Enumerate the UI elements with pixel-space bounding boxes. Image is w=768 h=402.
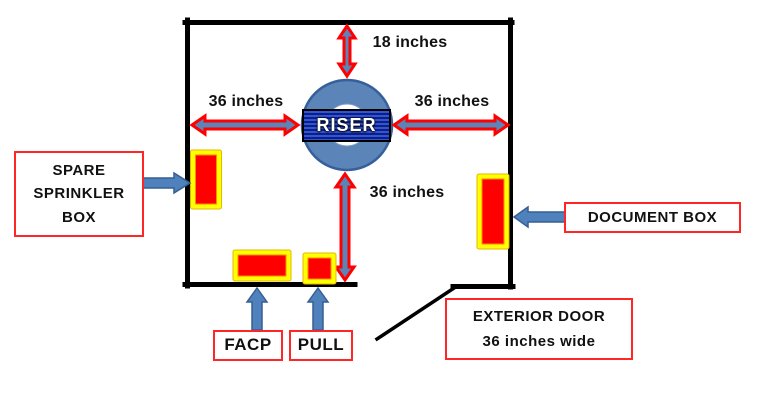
wall-cabinets	[190, 149, 510, 285]
pointer-arrows	[142, 171, 569, 331]
callout-facp: FACP	[213, 330, 283, 361]
callout-pull-label: PULL	[297, 335, 345, 355]
callout-document-label: DOCUMENT BOX	[587, 208, 718, 226]
facp-pointer-arrow-icon	[245, 286, 269, 331]
document-box-cabinet	[476, 173, 510, 250]
clearance-label-top: 18 inches	[372, 34, 448, 51]
callout-spare-line-1: SPARE	[52, 162, 106, 180]
clearance-label-bottom: 36 inches	[369, 184, 445, 201]
callout-spare-sprinkler-box: SPARE SPRINKLER BOX	[14, 151, 144, 237]
callout-door-line-2: 36 inches wide	[482, 333, 596, 350]
open-door-leaf-line	[374, 285, 457, 342]
clearance-label-left: 36 inches	[208, 93, 284, 110]
callout-door-line-1: EXTERIOR DOOR	[472, 307, 606, 325]
document-pointer-arrow-icon	[512, 205, 569, 229]
spare-sprinkler-cabinet	[190, 149, 222, 210]
pull-pointer-arrow-icon	[306, 286, 330, 331]
callout-document-box: DOCUMENT BOX	[564, 202, 741, 233]
callout-exterior-door: EXTERIOR DOOR 36 inches wide	[445, 298, 633, 360]
clearance-arrow-bottom-icon	[333, 171, 357, 283]
spare-pointer-arrow-icon	[142, 171, 192, 195]
facp-cabinet	[232, 249, 292, 282]
riser-tag-label: RISER	[316, 115, 377, 135]
clearance-arrow-left-icon	[189, 113, 301, 137]
riser-tag: RISER	[302, 109, 391, 142]
callout-spare-line-3: BOX	[61, 208, 96, 226]
callout-spare-line-2: SPRINKLER	[33, 185, 125, 203]
clearance-arrow-right-icon	[391, 113, 511, 137]
clearance-arrow-top-icon	[336, 23, 358, 79]
clearance-arrows	[189, 23, 511, 283]
room-walls	[182, 17, 516, 342]
clearance-label-right: 36 inches	[414, 93, 490, 110]
pull-station-cabinet	[302, 252, 337, 285]
callout-facp-label: FACP	[224, 335, 272, 355]
callout-pull: PULL	[289, 330, 353, 361]
